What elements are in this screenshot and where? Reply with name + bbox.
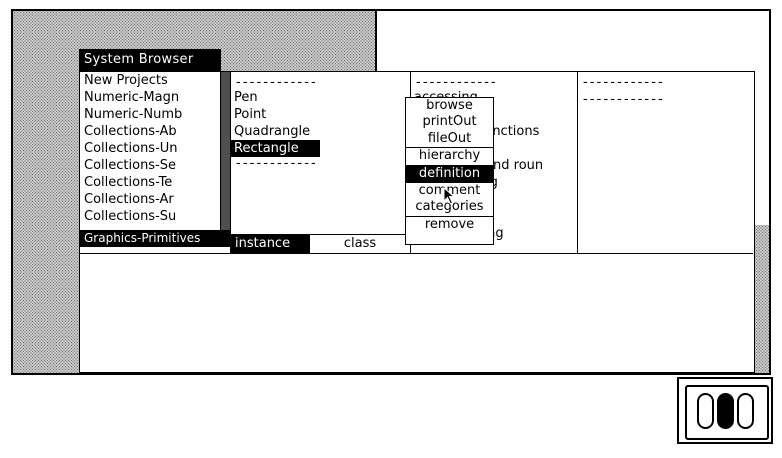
instance-button[interactable]: instance	[230, 235, 315, 253]
browser-title[interactable]: System Browser	[79, 49, 221, 71]
instance-class-toggle[interactable]: instance class	[230, 234, 410, 253]
mouse-middle-button	[717, 393, 734, 429]
protocol-separator: - - - - - - - - - - - -	[416, 75, 496, 90]
class-separator-top: - - - - - - - - - - - -	[236, 75, 316, 90]
menu-item[interactable]: comment	[418, 182, 481, 198]
class-button[interactable]: class	[310, 235, 410, 253]
mouse-right-button	[737, 393, 754, 429]
category-scrollbar[interactable]	[220, 72, 230, 232]
cursor-arrow-icon	[443, 187, 456, 205]
category-item[interactable]: Collections-Un	[84, 141, 178, 156]
category-item[interactable]: Collections-Ab	[84, 124, 177, 139]
category-item[interactable]: Numeric-Numb	[84, 107, 183, 122]
category-item[interactable]: Numeric-Magn	[84, 90, 180, 105]
method-separator-bottom: - - - - - - - - - - - -	[583, 92, 663, 107]
class-item[interactable]: Point	[234, 107, 267, 122]
class-item[interactable]: Pen	[234, 90, 258, 105]
menu-item[interactable]: hierarchy	[406, 148, 493, 166]
menu-item[interactable]: printOut	[422, 114, 477, 130]
category-item[interactable]: Collections-Su	[84, 209, 177, 224]
category-item[interactable]: Collections-Te	[84, 175, 173, 190]
menu-item[interactable]: browse	[426, 98, 473, 113]
menu-item[interactable]: definition	[406, 165, 493, 183]
category-item[interactable]: New Projects	[84, 73, 168, 88]
category-item[interactable]: Collections-Se	[84, 158, 177, 173]
category-item[interactable]: Collections-Ar	[84, 192, 174, 207]
mouse-button-indicator	[677, 377, 773, 444]
class-separator-bottom: - - - - - - - - - - - -	[236, 156, 316, 171]
class-item[interactable]: Rectangle	[230, 140, 320, 157]
menu-item[interactable]: categories	[406, 199, 493, 217]
menu-item[interactable]: fileOut	[406, 131, 493, 149]
code-pane[interactable]	[80, 253, 753, 372]
menu-item[interactable]: remove	[424, 216, 475, 232]
selected-category[interactable]: Graphics-Primitives	[80, 230, 230, 247]
mouse-left-button	[697, 393, 714, 429]
method-separator-top: - - - - - - - - - - - -	[583, 75, 663, 90]
mouse-body	[685, 385, 769, 440]
class-item[interactable]: Quadrangle	[234, 124, 311, 139]
method-pane[interactable]: - - - - - - - - - - - - - - - - - - - - …	[577, 72, 755, 253]
